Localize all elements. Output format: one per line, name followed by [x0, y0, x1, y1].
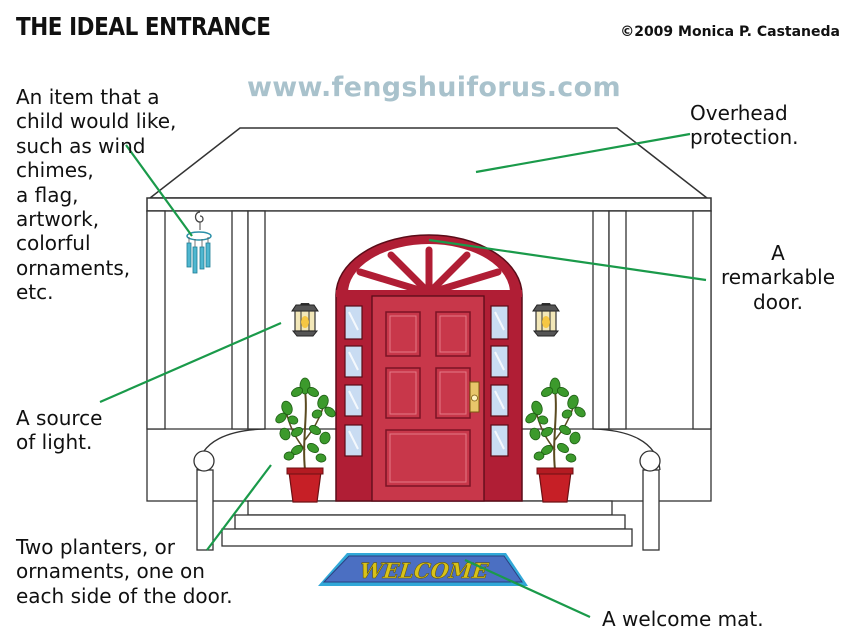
- label-overhead-protection: Overhead protection.: [690, 101, 799, 150]
- left-stair-wall: [193, 428, 266, 551]
- entrance-steps: [221, 500, 633, 547]
- leader-door: [428, 238, 707, 282]
- lantern-icon: [532, 302, 560, 337]
- right-stair-wall: [592, 428, 661, 551]
- leader-overhead: [475, 132, 691, 174]
- label-planters: Two planters, or ornaments, one on each …: [16, 535, 233, 608]
- porch-roof: [146, 127, 712, 212]
- door-knob-icon: [469, 381, 480, 413]
- label-remarkable-door: A remarkable door.: [720, 241, 836, 314]
- leader-mat: [464, 558, 591, 619]
- leader-child-item: [125, 144, 193, 237]
- wind-chime-icon: [186, 211, 212, 274]
- leader-light: [99, 321, 282, 404]
- copyright-text: ©2009 Monica P. Castaneda: [620, 24, 840, 40]
- leader-lines: [99, 132, 707, 619]
- page-title: THE IDEAL ENTRANCE: [16, 12, 271, 41]
- lantern-icon: [291, 302, 319, 337]
- remarkable-door: [335, 234, 523, 502]
- label-child-item: An item that a child would like, such as…: [16, 85, 177, 305]
- label-welcome-mat: A welcome mat.: [602, 607, 764, 631]
- website-url: www.fengshuiforus.com: [247, 72, 621, 103]
- leader-planters: [206, 464, 272, 551]
- welcome-mat: WELCOME: [318, 553, 528, 586]
- label-light-source: A source of light.: [16, 406, 103, 455]
